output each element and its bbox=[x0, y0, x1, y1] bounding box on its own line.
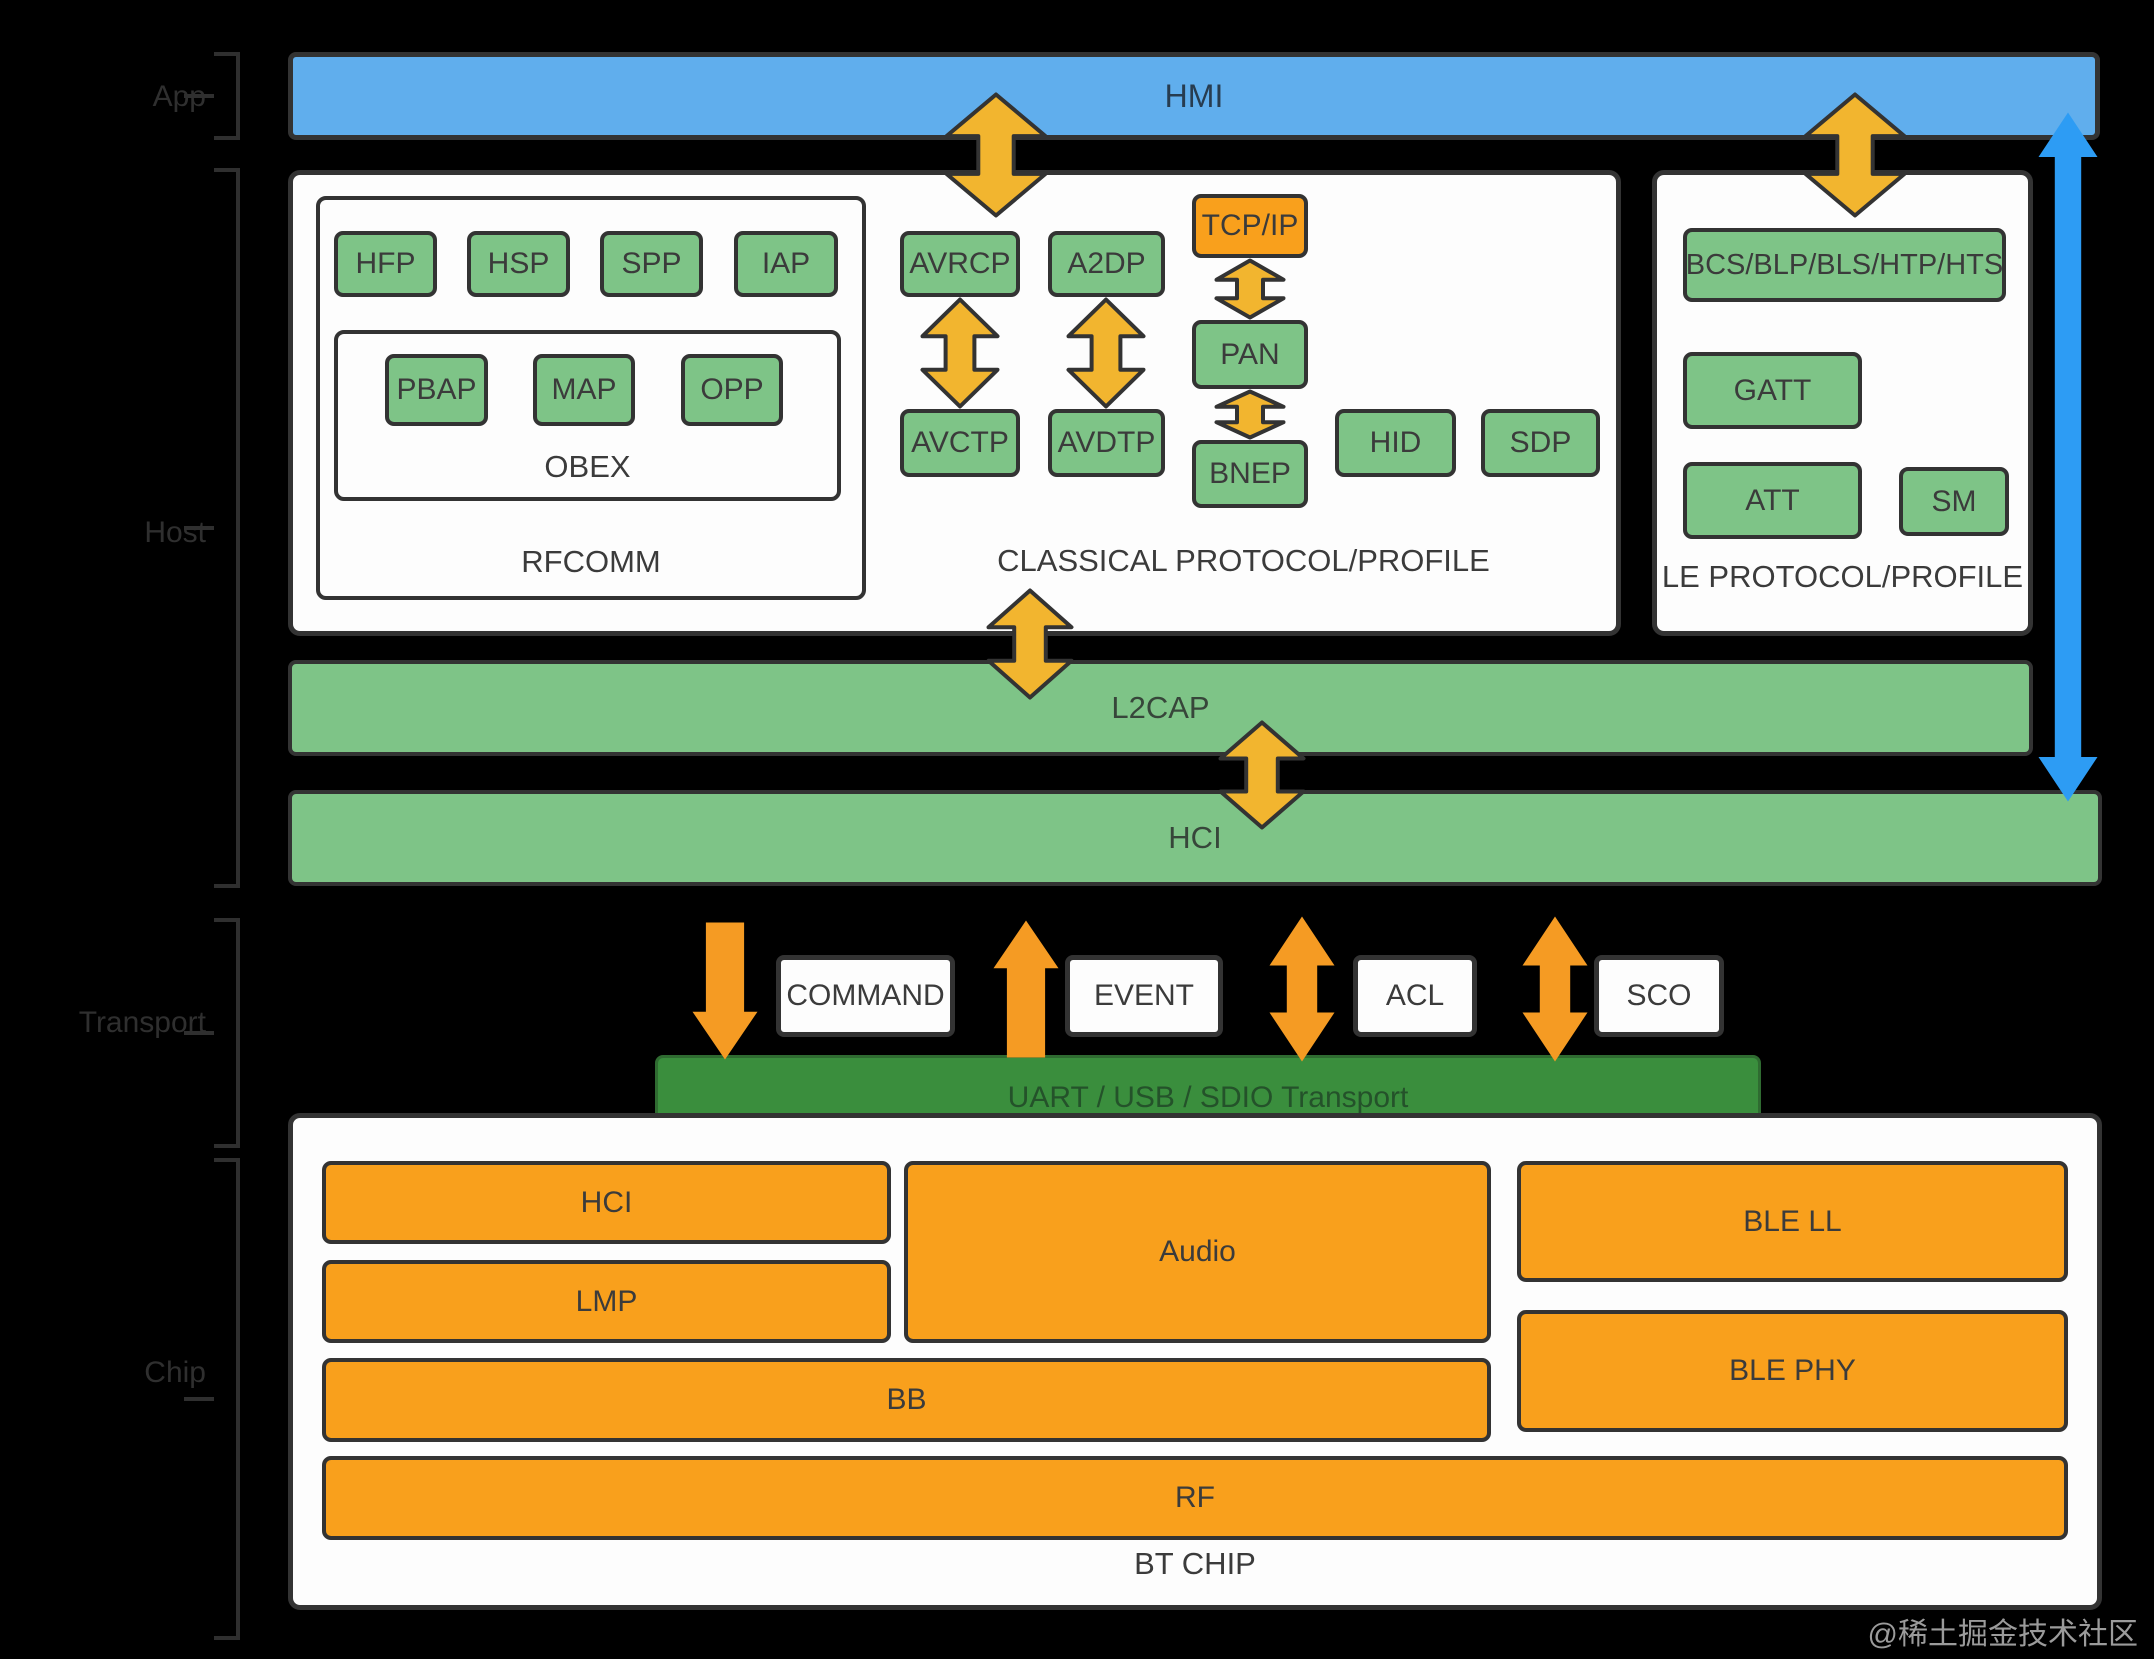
watermark: @稀土掘金技术社区 bbox=[1867, 1618, 2138, 1651]
brace-host bbox=[184, 168, 240, 888]
box-bnep: BNEP bbox=[1192, 440, 1308, 508]
le-panel-title: LE PROTOCOL/PROFILE bbox=[1661, 559, 2024, 594]
box-rf: RF bbox=[322, 1456, 2068, 1540]
box-bcs-blp-bls-htp-hts: BCS/BLP/BLS/HTP/HTS bbox=[1683, 228, 2006, 302]
box-event: EVENT bbox=[1065, 955, 1223, 1037]
box-map: MAP bbox=[533, 354, 635, 426]
arrow-event-up bbox=[993, 920, 1059, 1058]
arrow-hmi-classical bbox=[944, 92, 1048, 218]
box-spp: SPP bbox=[600, 231, 703, 297]
box-acl: ACL bbox=[1353, 955, 1477, 1037]
hmi-bar: HMI bbox=[288, 52, 2100, 140]
box-tcpip: TCP/IP bbox=[1192, 194, 1308, 258]
box-sm: SM bbox=[1899, 467, 2009, 536]
box-sco: SCO bbox=[1594, 955, 1724, 1037]
box-sdp: SDP bbox=[1481, 409, 1600, 477]
arrow-tcpip-pan bbox=[1214, 258, 1286, 320]
arrow-hmi-hci-blue bbox=[2038, 112, 2098, 802]
box-gatt: GATT bbox=[1683, 352, 1862, 429]
box-lmp: LMP bbox=[322, 1260, 891, 1343]
brace-transport bbox=[184, 918, 240, 1148]
section-label-transport: Transport bbox=[78, 1006, 206, 1039]
box-bb: BB bbox=[322, 1358, 1491, 1442]
classical-panel-title: CLASSICAL PROTOCOL/PROFILE bbox=[997, 543, 1490, 578]
arrow-l2cap-hci bbox=[1218, 720, 1306, 830]
arrow-command-down bbox=[692, 922, 758, 1060]
section-label-chip: Chip bbox=[144, 1356, 206, 1389]
section-label-host: Host bbox=[144, 516, 206, 549]
box-command: COMMAND bbox=[776, 955, 955, 1037]
arrow-classical-l2cap bbox=[986, 588, 1074, 700]
hci-bar: HCI bbox=[288, 790, 2102, 886]
box-pbap: PBAP bbox=[385, 354, 488, 426]
arrow-a2dp-avdtp bbox=[1066, 297, 1146, 409]
bt-chip-title: BT CHIP bbox=[1134, 1546, 1256, 1581]
brace-tick bbox=[184, 1397, 214, 1401]
obex-title: OBEX bbox=[544, 449, 631, 484]
arrow-hmi-le bbox=[1803, 92, 1907, 218]
box-hsp: HSP bbox=[467, 231, 570, 297]
box-ble-phy: BLE PHY bbox=[1517, 1310, 2068, 1432]
l2cap-bar: L2CAP bbox=[288, 660, 2033, 756]
box-hid: HID bbox=[1335, 409, 1456, 477]
box-iap: IAP bbox=[734, 231, 838, 297]
box-avctp: AVCTP bbox=[900, 409, 1020, 477]
box-hfp: HFP bbox=[334, 231, 437, 297]
brace-app bbox=[184, 52, 240, 140]
box-avrcp: AVRCP bbox=[900, 231, 1020, 297]
section-label-app: App bbox=[152, 80, 206, 113]
arrow-acl-double bbox=[1269, 916, 1335, 1062]
box-audio: Audio bbox=[904, 1161, 1491, 1343]
box-avdtp: AVDTP bbox=[1048, 409, 1165, 477]
box-ble-ll: BLE LL bbox=[1517, 1161, 2068, 1282]
box-a2dp: A2DP bbox=[1048, 231, 1165, 297]
brace-chip bbox=[184, 1158, 240, 1640]
box-chip-hci: HCI bbox=[322, 1161, 891, 1244]
box-opp: OPP bbox=[681, 354, 783, 426]
brace-tick bbox=[184, 94, 214, 98]
brace-tick bbox=[184, 1031, 214, 1035]
box-pan: PAN bbox=[1192, 320, 1308, 389]
arrow-avrcp-avctp bbox=[920, 297, 1000, 409]
arrow-pan-bnep bbox=[1214, 389, 1286, 440]
arrow-sco-double bbox=[1522, 916, 1588, 1062]
brace-tick bbox=[184, 526, 214, 530]
box-att: ATT bbox=[1683, 462, 1862, 539]
rfcomm-title: RFCOMM bbox=[521, 544, 661, 579]
